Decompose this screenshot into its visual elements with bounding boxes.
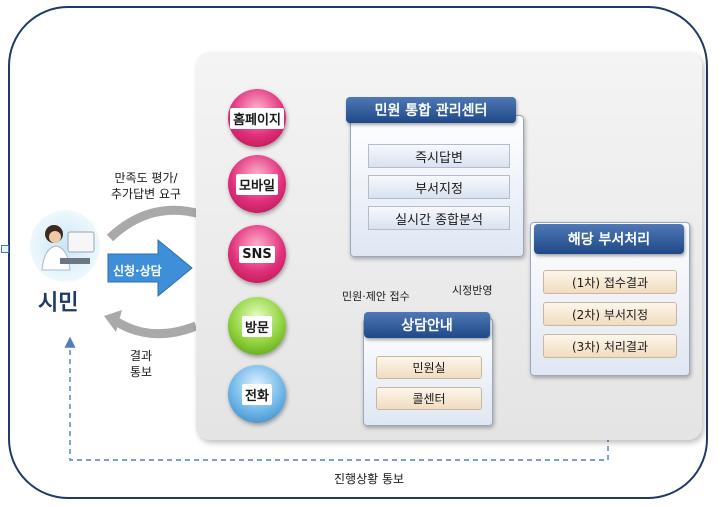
channel-visit[interactable]: 방문 — [228, 297, 286, 355]
feedback-line-2: 추가답변 요구 — [111, 187, 182, 201]
channel-label: 홈페이지 — [230, 107, 284, 129]
application-label: 신청·상담 — [113, 264, 162, 278]
consult-item-office: 민원실 — [376, 356, 482, 379]
result-curve — [111, 316, 198, 339]
center-item-analysis: 실시간 종합분석 — [368, 206, 510, 230]
progress-label: 진행상황 통보 — [334, 472, 405, 486]
intake-label: 민원·제안 접수 — [342, 290, 410, 303]
channel-phone[interactable]: 전화 — [228, 365, 286, 423]
result-line-2: 통보 — [130, 365, 153, 379]
channel-label: 모바일 — [236, 173, 278, 195]
consult-title: 상담안내 — [364, 312, 490, 338]
result-label: 결과 통보 — [130, 348, 152, 380]
channel-sns[interactable]: SNS — [228, 225, 286, 283]
result-line-1: 결과 — [130, 349, 153, 363]
person-icon — [41, 225, 95, 271]
channel-label: SNS — [239, 245, 275, 263]
department-title: 해당 부서처리 — [534, 224, 684, 254]
center-item-assign: 부서지정 — [368, 175, 510, 199]
feedback-curve — [106, 205, 202, 242]
policy-label: 시정반영 — [452, 284, 493, 297]
result-arrowhead — [104, 310, 122, 332]
feedback-line-1: 만족도 평가/ — [114, 171, 178, 185]
channel-label: 방문 — [242, 315, 272, 337]
citizen-photo — [30, 210, 100, 282]
frame-handle[interactable] — [1, 245, 9, 253]
citizen-label: 시민 — [38, 291, 79, 316]
department-item-1: (1차) 접수결과 — [543, 270, 677, 294]
center-item-instant: 즉시답변 — [368, 144, 510, 168]
department-item-2: (2차) 부서지정 — [543, 302, 677, 326]
department-item-3: (3차) 처리결과 — [543, 334, 677, 358]
feedback-label: 만족도 평가/ 추가답변 요구 — [111, 170, 181, 202]
channel-mobile[interactable]: 모바일 — [228, 155, 286, 213]
channel-homepage[interactable]: 홈페이지 — [228, 89, 286, 147]
center-title: 민원 통합 관리센터 — [346, 97, 516, 123]
channel-label: 전화 — [242, 383, 272, 405]
application-arrow — [107, 238, 193, 298]
consult-item-callcenter: 콜센터 — [376, 387, 482, 410]
outer-frame — [8, 6, 708, 499]
